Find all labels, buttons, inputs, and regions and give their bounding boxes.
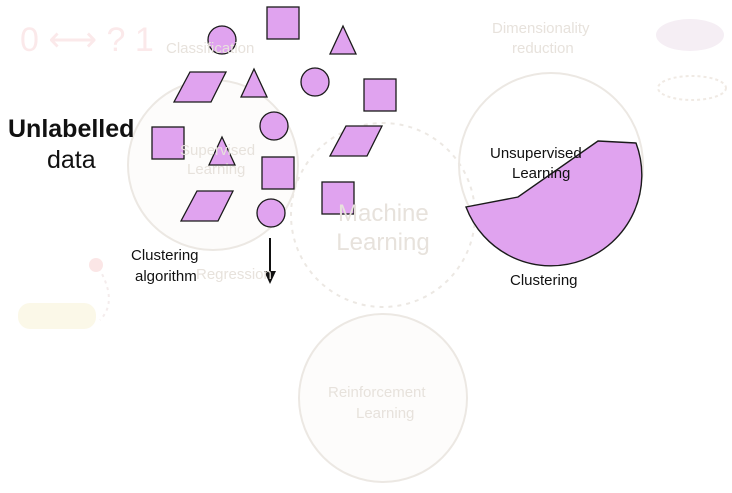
bg-dimensionality-label-1: Dimensionality bbox=[492, 20, 590, 37]
unsupervised-label-1: Unsupervised bbox=[490, 145, 582, 162]
unsupervised-label-2: Learning bbox=[512, 165, 571, 182]
bg-zero-question-one: 0 ⟷ ? 1 bbox=[20, 21, 154, 59]
bg-torus-ring-icon bbox=[657, 75, 727, 101]
bg-regression-label: Regression bbox=[196, 266, 272, 283]
triangle-shape bbox=[207, 135, 237, 166]
square-shape bbox=[266, 6, 300, 40]
bg-classification-label: Classification bbox=[166, 40, 255, 57]
bg-red-dot bbox=[89, 258, 103, 272]
bg-reinforcement-circle bbox=[298, 313, 468, 483]
parallelogram-shape bbox=[172, 71, 228, 103]
square-shape bbox=[261, 156, 295, 190]
down-arrow bbox=[264, 238, 276, 284]
circle-shape bbox=[207, 25, 237, 55]
bg-machine-label-2: Learning bbox=[336, 229, 430, 256]
bg-dimensionality-label-2: reduction bbox=[512, 40, 574, 57]
square-shape bbox=[363, 78, 397, 112]
bg-car-icon bbox=[18, 303, 96, 329]
bg-supervised-label-2: Learning bbox=[187, 161, 246, 178]
clustering-label: Clustering bbox=[510, 272, 578, 289]
unlabelled-subtitle: data bbox=[47, 146, 96, 174]
circle-shape bbox=[300, 67, 330, 97]
square-shape bbox=[321, 181, 355, 215]
triangle-shape bbox=[239, 67, 269, 98]
background-map bbox=[18, 19, 727, 483]
unlabelled-title: Unlabelled bbox=[8, 115, 135, 143]
unlabelled-shapes bbox=[151, 6, 397, 228]
clustering-algorithm-label-1: Clustering bbox=[131, 247, 199, 264]
bg-machine-label-1: Machine bbox=[338, 200, 429, 227]
unsupervised-pie-slice bbox=[465, 140, 643, 267]
parallelogram-shape bbox=[179, 190, 235, 222]
clustering-algorithm-label-2: algorithm bbox=[135, 268, 197, 285]
square-shape bbox=[151, 126, 185, 160]
bg-supervised-label-1: Supervised bbox=[180, 142, 256, 159]
bg-torus-icon bbox=[656, 19, 724, 51]
circle-shape bbox=[256, 198, 286, 228]
bg-reinforcement-label-1: Reinforcement bbox=[328, 384, 426, 401]
bg-reinforcement-label-2: Learning bbox=[356, 405, 415, 422]
parallelogram-shape bbox=[328, 125, 384, 157]
triangle-shape bbox=[328, 24, 358, 55]
circle-shape bbox=[259, 111, 289, 141]
